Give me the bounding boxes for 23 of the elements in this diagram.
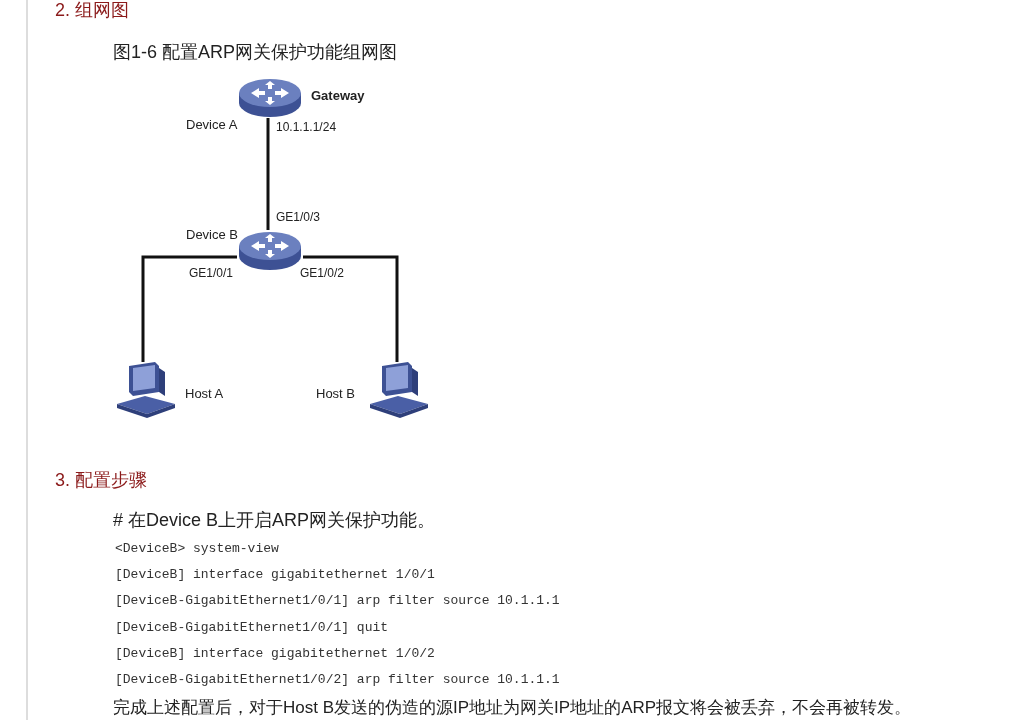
result-sentence: 完成上述配置后，对于Host B发送的伪造的源IP地址为网关IP地址的ARP报文将会被丢弃，不会再被转发。 <box>113 699 912 716</box>
figure-title: 图1-6 配置ARP网关保护功能组网图 <box>113 43 398 61</box>
code-line: [DeviceB-GigabitEthernet1/0/1] arp filter source 10.1.1.1 <box>115 594 560 607</box>
device-label: Device A <box>186 118 238 131</box>
step-comment: # 在Device B上开启ARP网关保护功能。 <box>113 511 436 529</box>
code-line: [DeviceB-GigabitEthernet1/0/1] quit <box>115 621 389 634</box>
port-label: GE1/0/3 <box>276 211 321 223</box>
device-label: Host A <box>185 387 224 400</box>
port-label: GE1/0/1 <box>189 267 234 279</box>
code-line: [DeviceB] interface gigabitethernet 1/0/1 <box>115 568 435 581</box>
network-link <box>303 255 399 362</box>
ip-address-label: 10.1.1.1/24 <box>276 121 337 133</box>
section-heading: 3. 配置步骤 <box>55 471 147 489</box>
code-line: <DeviceB> system-view <box>115 542 279 555</box>
network-link <box>266 118 270 230</box>
network-link <box>141 255 237 362</box>
device-label: Host B <box>316 387 355 400</box>
device-label: Device B <box>186 228 239 241</box>
section-heading: 2. 组网图 <box>55 1 129 19</box>
code-line: [DeviceB-GigabitEthernet1/0/2] arp filter source 10.1.1.1 <box>115 673 560 686</box>
gateway-label: Gateway <box>311 89 365 102</box>
code-line: [DeviceB] interface gigabitethernet 1/0/2 <box>115 647 435 660</box>
port-label: GE1/0/2 <box>300 267 345 279</box>
